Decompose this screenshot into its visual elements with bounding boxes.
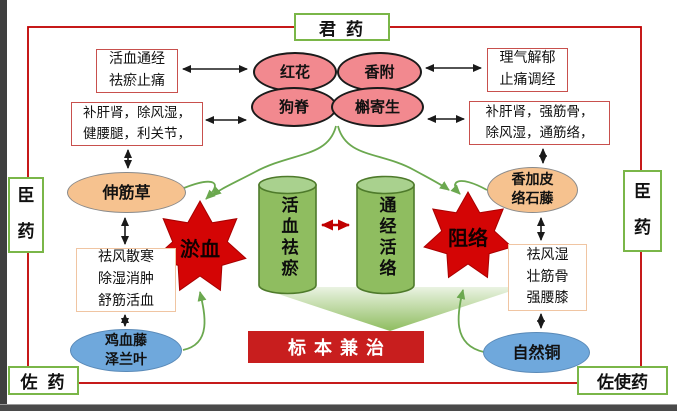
- blocked-star-shape: [423, 190, 513, 279]
- effect-lower-right-box: 祛风湿 壮筋骨 强腰膝: [508, 244, 587, 311]
- role-minister-right-box: 臣 药: [623, 170, 662, 252]
- herb-xiangjiapi-luoshiteng: 香加皮 络石藤: [487, 167, 578, 213]
- effect-mid-right-box: 补肝肾，强筋骨， 除风湿，通筋络，: [469, 101, 610, 145]
- stasis-star-shape: [153, 199, 247, 292]
- cylinder-left-label: 活血祛瘀: [277, 196, 298, 280]
- herb-jixueteng-zelanye: 鸡血藤 泽兰叶: [70, 329, 182, 372]
- curve-monarch-to-blocked: [337, 125, 450, 191]
- therapy-banner: 标本兼治: [248, 331, 424, 363]
- curve-monarch-to-stasis: [211, 125, 337, 197]
- role-minister-left-box: 臣 药: [8, 177, 44, 253]
- herb-honghua: 红花: [253, 52, 337, 92]
- screen-bottom-strip: [0, 404, 677, 411]
- cylinder-right-shape: [356, 175, 415, 295]
- curve-jixueteng-to-stasis: [182, 291, 207, 351]
- role-assistant-envoy-box: 佐使药: [577, 366, 668, 395]
- blocked-star-label: 阻络: [448, 225, 488, 250]
- effect-mid-left-box: 补肝肾，除风湿， 健腰腿，利关节，: [71, 102, 203, 146]
- herb-shenjincao: 伸筋草: [67, 172, 186, 213]
- role-assistant-box: 佐 药: [8, 366, 79, 395]
- role-monarch-box: 君 药: [294, 13, 390, 41]
- effect-lower-left-box: 祛风散寒 除湿消肿 舒筋活血: [76, 248, 176, 312]
- herb-zirantong: 自然铜: [483, 332, 590, 373]
- herb-hujisheng: 槲寄生: [331, 87, 424, 127]
- screen-left-strip: [0, 0, 7, 411]
- curve-zirantong-to-blocked: [456, 289, 485, 353]
- cylinder-right-label: 通经活络: [375, 196, 396, 280]
- herb-gouji: 狗脊: [251, 87, 337, 127]
- effect-top-right-box: 理气解郁 止痛调经: [487, 48, 568, 92]
- effect-top-left-box: 活血通经 祛瘀止痛: [96, 49, 178, 93]
- curve-shenjincao-to-stasis: [183, 180, 216, 200]
- curve-xiangjiapi-to-blocked: [450, 180, 488, 195]
- stasis-star-label: 淤血: [180, 236, 220, 261]
- herb-xiangfu: 香附: [337, 52, 422, 92]
- cylinder-left-shape: [258, 175, 317, 295]
